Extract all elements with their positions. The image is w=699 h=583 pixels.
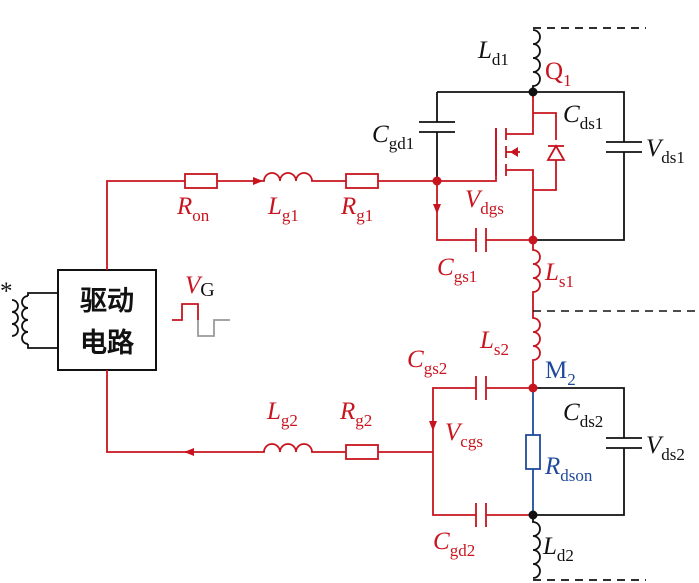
label-cds2: Cds2 [563, 399, 603, 431]
label-vds1: Vds1 [646, 135, 685, 167]
label-vcgs: Vcgs [445, 419, 483, 451]
rdson-resistor [525, 434, 541, 470]
label-cgs1: Cgs1 [437, 254, 477, 286]
label-vds2: Vds2 [646, 432, 685, 464]
driver-box-line2: 电路 [80, 327, 135, 359]
m2-source-node [528, 510, 538, 520]
label-m2: M2 [545, 357, 576, 389]
m2-device [525, 388, 541, 515]
label-ld1: Ld1 [477, 37, 509, 69]
label-rg2: Rg2 [339, 398, 372, 430]
label-cgd1: Cgd1 [372, 121, 414, 153]
vg-pulse-icon [172, 303, 230, 337]
q1-body-arrow [510, 147, 518, 157]
m2-drain-node [528, 383, 538, 393]
label-rg1: Rg1 [340, 193, 373, 225]
label-cds1: Cds1 [563, 101, 603, 133]
driver-circuit: 驱动 电路 [57, 269, 157, 371]
label-vg: VG [185, 272, 215, 301]
label-lg2: Lg2 [266, 398, 298, 430]
rg1-resistor [345, 173, 379, 189]
lower-gate-loop [106, 370, 533, 527]
rg2-resistor [345, 444, 379, 460]
label-ron: Ron [176, 193, 210, 225]
label-ls2: Ls2 [479, 327, 509, 359]
q1-gate-node [432, 176, 442, 186]
label-ls1: Ls1 [544, 259, 574, 291]
ron-resistor [184, 173, 218, 189]
label-vdgs: Vdgs [465, 186, 504, 218]
isolation-transformer [11, 292, 58, 349]
label-cgs2: Cgs2 [407, 346, 447, 378]
lower-power-loop [532, 387, 646, 581]
label-cgd2: Cgd2 [433, 528, 475, 560]
label-ld2: Ld2 [542, 533, 574, 565]
label-rdson: Rdson [544, 453, 593, 485]
upper-power-loop [419, 27, 646, 241]
label-q1: Q1 [545, 58, 572, 90]
source-inductors [532, 240, 541, 388]
q1-mosfet [495, 92, 566, 240]
driver-box-line1: 驱动 [80, 286, 134, 317]
label-lg1: Lg1 [267, 193, 299, 225]
q1-drain-node [528, 87, 538, 97]
dot-marker: * [0, 278, 13, 305]
